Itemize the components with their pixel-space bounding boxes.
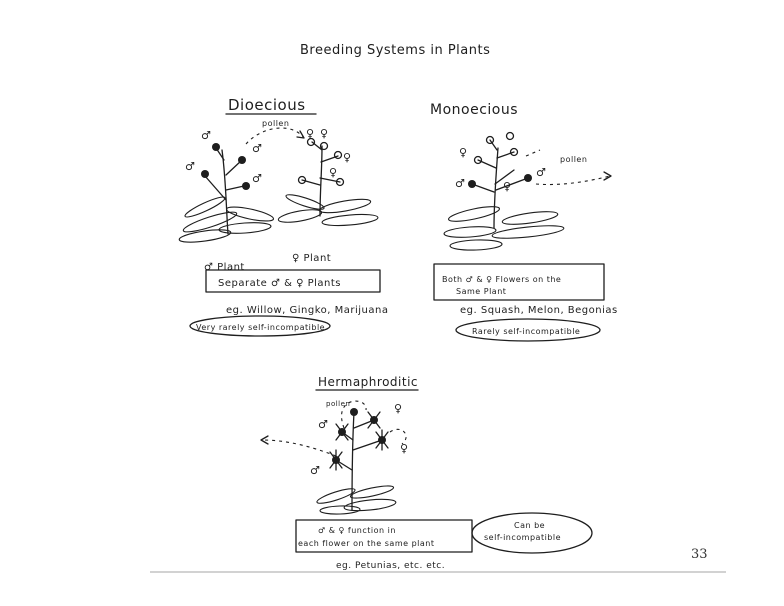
pollen-arrowhead xyxy=(296,130,305,139)
monoecious-note-outline xyxy=(455,318,601,342)
dioecious-box xyxy=(205,269,381,293)
monoecious-section: Monoecious ♀ ♂ ♀ ♂ pollen xyxy=(430,102,618,342)
hermaphroditic-note-line2: self-incompatible xyxy=(484,533,561,542)
pollen-arrow xyxy=(389,428,407,445)
hermaphroditic-examples: eg. Petunias, etc. etc. xyxy=(336,561,445,571)
male-symbol: ♂ xyxy=(455,177,465,190)
female-symbol: ♀ xyxy=(329,166,338,179)
female-symbol: ♀ xyxy=(503,180,512,193)
perfect-flower xyxy=(335,423,349,441)
hermaphroditic-pollen-label: pollen xyxy=(326,400,350,408)
monoecious-note: Rarely self-incompatible xyxy=(472,327,580,336)
female-flower xyxy=(333,150,343,160)
female-symbol: ♀ xyxy=(320,127,329,140)
pollen-arrow xyxy=(341,400,367,429)
hermaphroditic-box-line1: ♂ & ♀ function in xyxy=(318,526,396,535)
male-flower xyxy=(201,170,209,178)
monoecious-box xyxy=(433,263,605,301)
hermaphroditic-heading: Hermaphroditic xyxy=(318,375,418,389)
male-flower xyxy=(212,143,220,151)
female-flower xyxy=(319,141,329,151)
male-symbol: ♂ xyxy=(201,129,211,142)
dioecious-box-text: Separate ♂ & ♀ Plants xyxy=(218,278,341,289)
dioecious-examples: eg. Willow, Gingko, Marijuana xyxy=(226,305,389,316)
male-flower xyxy=(468,180,476,188)
hermaphroditic-box-line2: each flower on the same plant xyxy=(298,539,434,548)
page-title: Breeding Systems in Plants xyxy=(300,43,490,58)
female-flower xyxy=(297,175,307,185)
page-number: 33 xyxy=(691,547,708,562)
dioecious-note: Very rarely self-incompatible xyxy=(196,323,325,332)
female-flower xyxy=(335,177,345,187)
female-symbol: ♀ xyxy=(394,402,403,415)
male-plant-label: ♂ Plant xyxy=(204,262,245,273)
male-symbol: ♂ xyxy=(252,142,262,155)
pollen-arrowhead xyxy=(260,435,269,445)
female-symbol: ♀ xyxy=(306,127,315,140)
male-symbol: ♂ xyxy=(536,166,546,179)
monoecious-plant xyxy=(443,131,565,251)
male-symbol: ♂ xyxy=(252,172,262,185)
male-flower xyxy=(509,147,519,157)
perfect-flower xyxy=(350,408,358,416)
female-plant xyxy=(277,137,379,227)
female-symbol: ♀ xyxy=(400,442,409,455)
dioecious-note-outline xyxy=(189,315,331,337)
male-symbol: ♂ xyxy=(310,464,320,477)
male-flower xyxy=(238,156,246,164)
monoecious-heading: Monoecious xyxy=(430,102,518,118)
monoecious-box-line1: Both ♂ & ♀ Flowers on the xyxy=(442,275,561,284)
perfect-flower xyxy=(329,449,343,471)
male-plant xyxy=(178,143,275,243)
male-flower xyxy=(524,174,532,182)
perfect-flower xyxy=(375,429,389,451)
monoecious-pollen-label: pollen xyxy=(560,155,587,164)
hermaphroditic-plant xyxy=(316,408,397,515)
female-flower xyxy=(306,137,316,147)
male-flower xyxy=(242,182,250,190)
dioecious-pollen-label: pollen xyxy=(262,119,289,128)
male-symbol: ♂ xyxy=(318,418,328,431)
female-symbol: ♀ xyxy=(343,151,352,164)
hermaphroditic-note-line1: Can be xyxy=(514,521,545,530)
pollen-arrow xyxy=(525,149,541,157)
dioecious-section: Dioecious ♂ ♂ ♂ ♂ pollen xyxy=(178,96,389,337)
male-symbol: ♂ xyxy=(185,160,195,173)
dioecious-heading: Dioecious xyxy=(228,96,306,114)
pollen-arrowhead xyxy=(603,171,612,181)
perfect-flower xyxy=(367,411,381,429)
female-symbol: ♀ xyxy=(459,146,468,159)
female-flower xyxy=(473,155,483,165)
monoecious-examples: eg. Squash, Melon, Begonias xyxy=(460,305,618,316)
male-flower xyxy=(505,131,515,141)
pollen-arrow xyxy=(261,439,337,457)
hermaphroditic-section: Hermaphroditic ♂ ♂ ♀ ♀ pollen ♂ & ♀ xyxy=(260,375,593,571)
female-flower xyxy=(485,135,495,145)
female-plant-label: ♀ Plant xyxy=(292,253,331,264)
pollen-arrow xyxy=(535,175,611,186)
monoecious-box-line2: Same Plant xyxy=(456,287,506,296)
hermaphroditic-note-outline xyxy=(471,512,593,554)
